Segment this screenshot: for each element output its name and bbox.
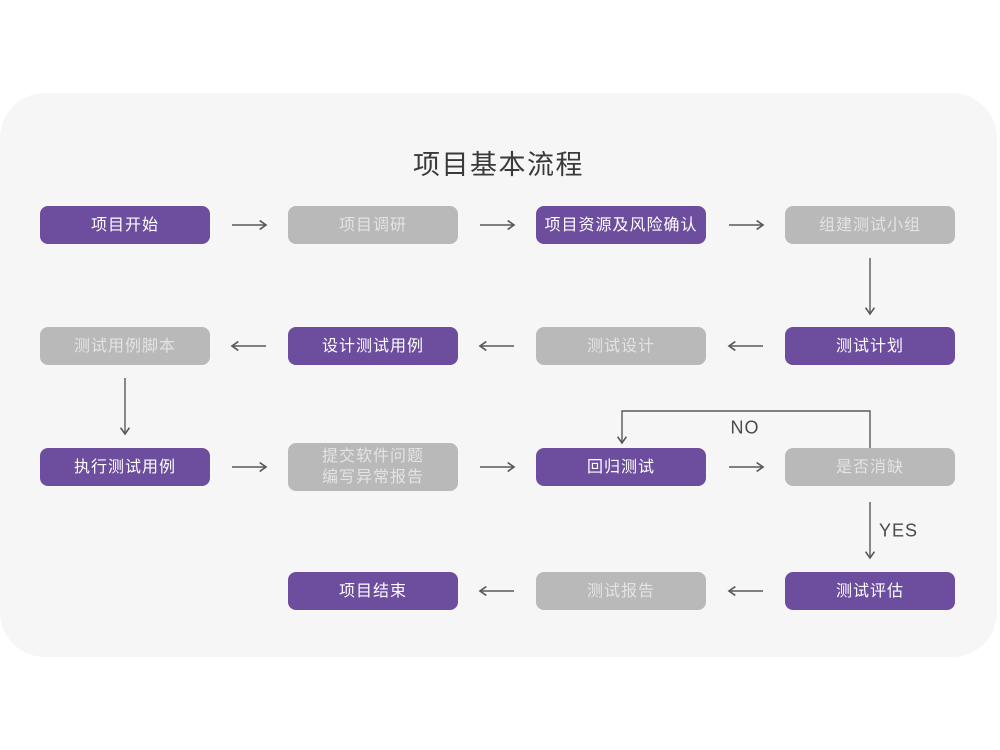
node-resource-risk-confirm: 项目资源及风险确认: [536, 206, 706, 244]
node-test-case-script: 测试用例脚本: [40, 327, 210, 365]
node-project-research: 项目调研: [288, 206, 458, 244]
node-build-test-team: 组建测试小组: [785, 206, 955, 244]
node-execute-test-cases: 执行测试用例: [40, 448, 210, 486]
edge-label-no: NO: [730, 417, 760, 438]
node-design-test-cases: 设计测试用例: [288, 327, 458, 365]
node-test-report: 测试报告: [536, 572, 706, 610]
node-submit-issue-report: 提交软件问题 编写异常报告: [288, 443, 458, 491]
node-defect-cleared: 是否消缺: [785, 448, 955, 486]
node-project-start: 项目开始: [40, 206, 210, 244]
node-project-end: 项目结束: [288, 572, 458, 610]
flowchart-card: [0, 93, 997, 657]
node-test-evaluation: 测试评估: [785, 572, 955, 610]
diagram-title: 项目基本流程: [413, 150, 584, 180]
node-test-plan: 测试计划: [785, 327, 955, 365]
node-test-design: 测试设计: [536, 327, 706, 365]
edge-label-yes: YES: [879, 520, 919, 541]
node-regression-test: 回归测试: [536, 448, 706, 486]
